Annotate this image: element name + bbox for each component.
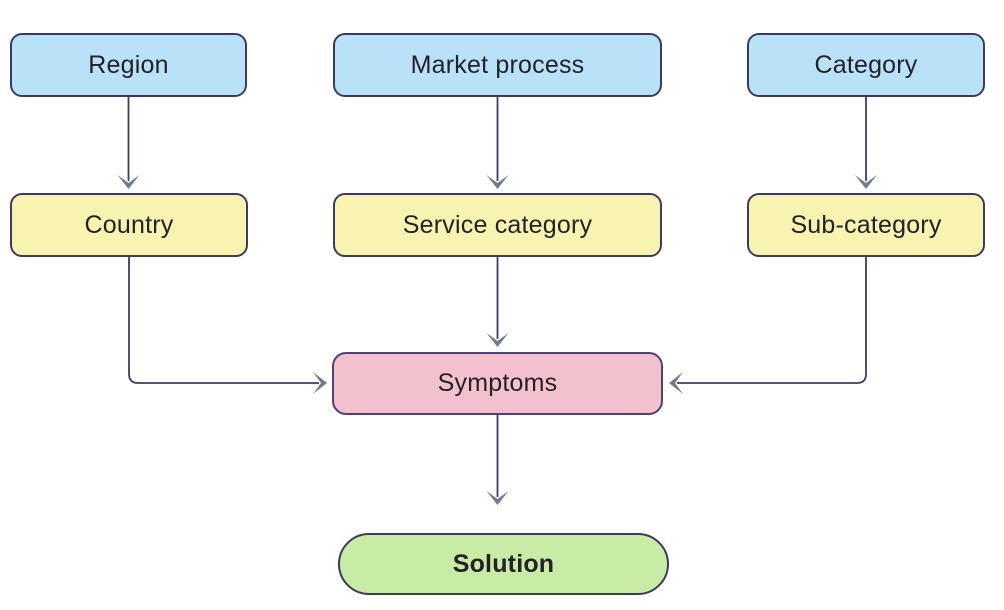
node-symptoms: Symptoms — [332, 352, 663, 415]
edge-sub-category-symptoms — [669, 257, 867, 394]
node-sub-category-label: Sub-category — [790, 210, 942, 239]
node-sub-category: Sub-category — [747, 193, 985, 257]
node-solution-label: Solution — [452, 549, 555, 578]
node-market-process-label: Market process — [410, 50, 585, 79]
edge-country-symptoms — [128, 257, 327, 394]
node-country-label: Country — [84, 210, 174, 239]
node-category: Category — [747, 33, 985, 97]
edge-symptoms-solution — [486, 415, 509, 505]
left-arrowhead-icon — [669, 372, 683, 394]
down-arrowhead-icon — [117, 175, 140, 189]
node-region: Region — [10, 33, 247, 97]
down-arrowhead-icon — [486, 175, 509, 189]
node-solution: Solution — [338, 533, 669, 595]
node-category-label: Category — [814, 50, 918, 79]
node-service-category: Service category — [333, 193, 662, 257]
node-market-process: Market process — [333, 33, 662, 97]
edge-region-country — [117, 97, 140, 189]
down-arrowhead-icon — [486, 491, 509, 505]
node-symptoms-label: Symptoms — [437, 369, 558, 397]
down-arrowhead-icon — [855, 175, 877, 189]
node-region-label: Region — [88, 50, 169, 79]
edge-market-process-service-category — [486, 97, 509, 189]
down-arrowhead-icon — [486, 333, 509, 347]
right-arrowhead-icon — [313, 372, 327, 394]
edge-category-sub-category — [855, 97, 877, 189]
node-country: Country — [10, 193, 248, 257]
edge-service-category-symptoms — [486, 257, 509, 347]
node-service-category-label: Service category — [402, 210, 593, 239]
